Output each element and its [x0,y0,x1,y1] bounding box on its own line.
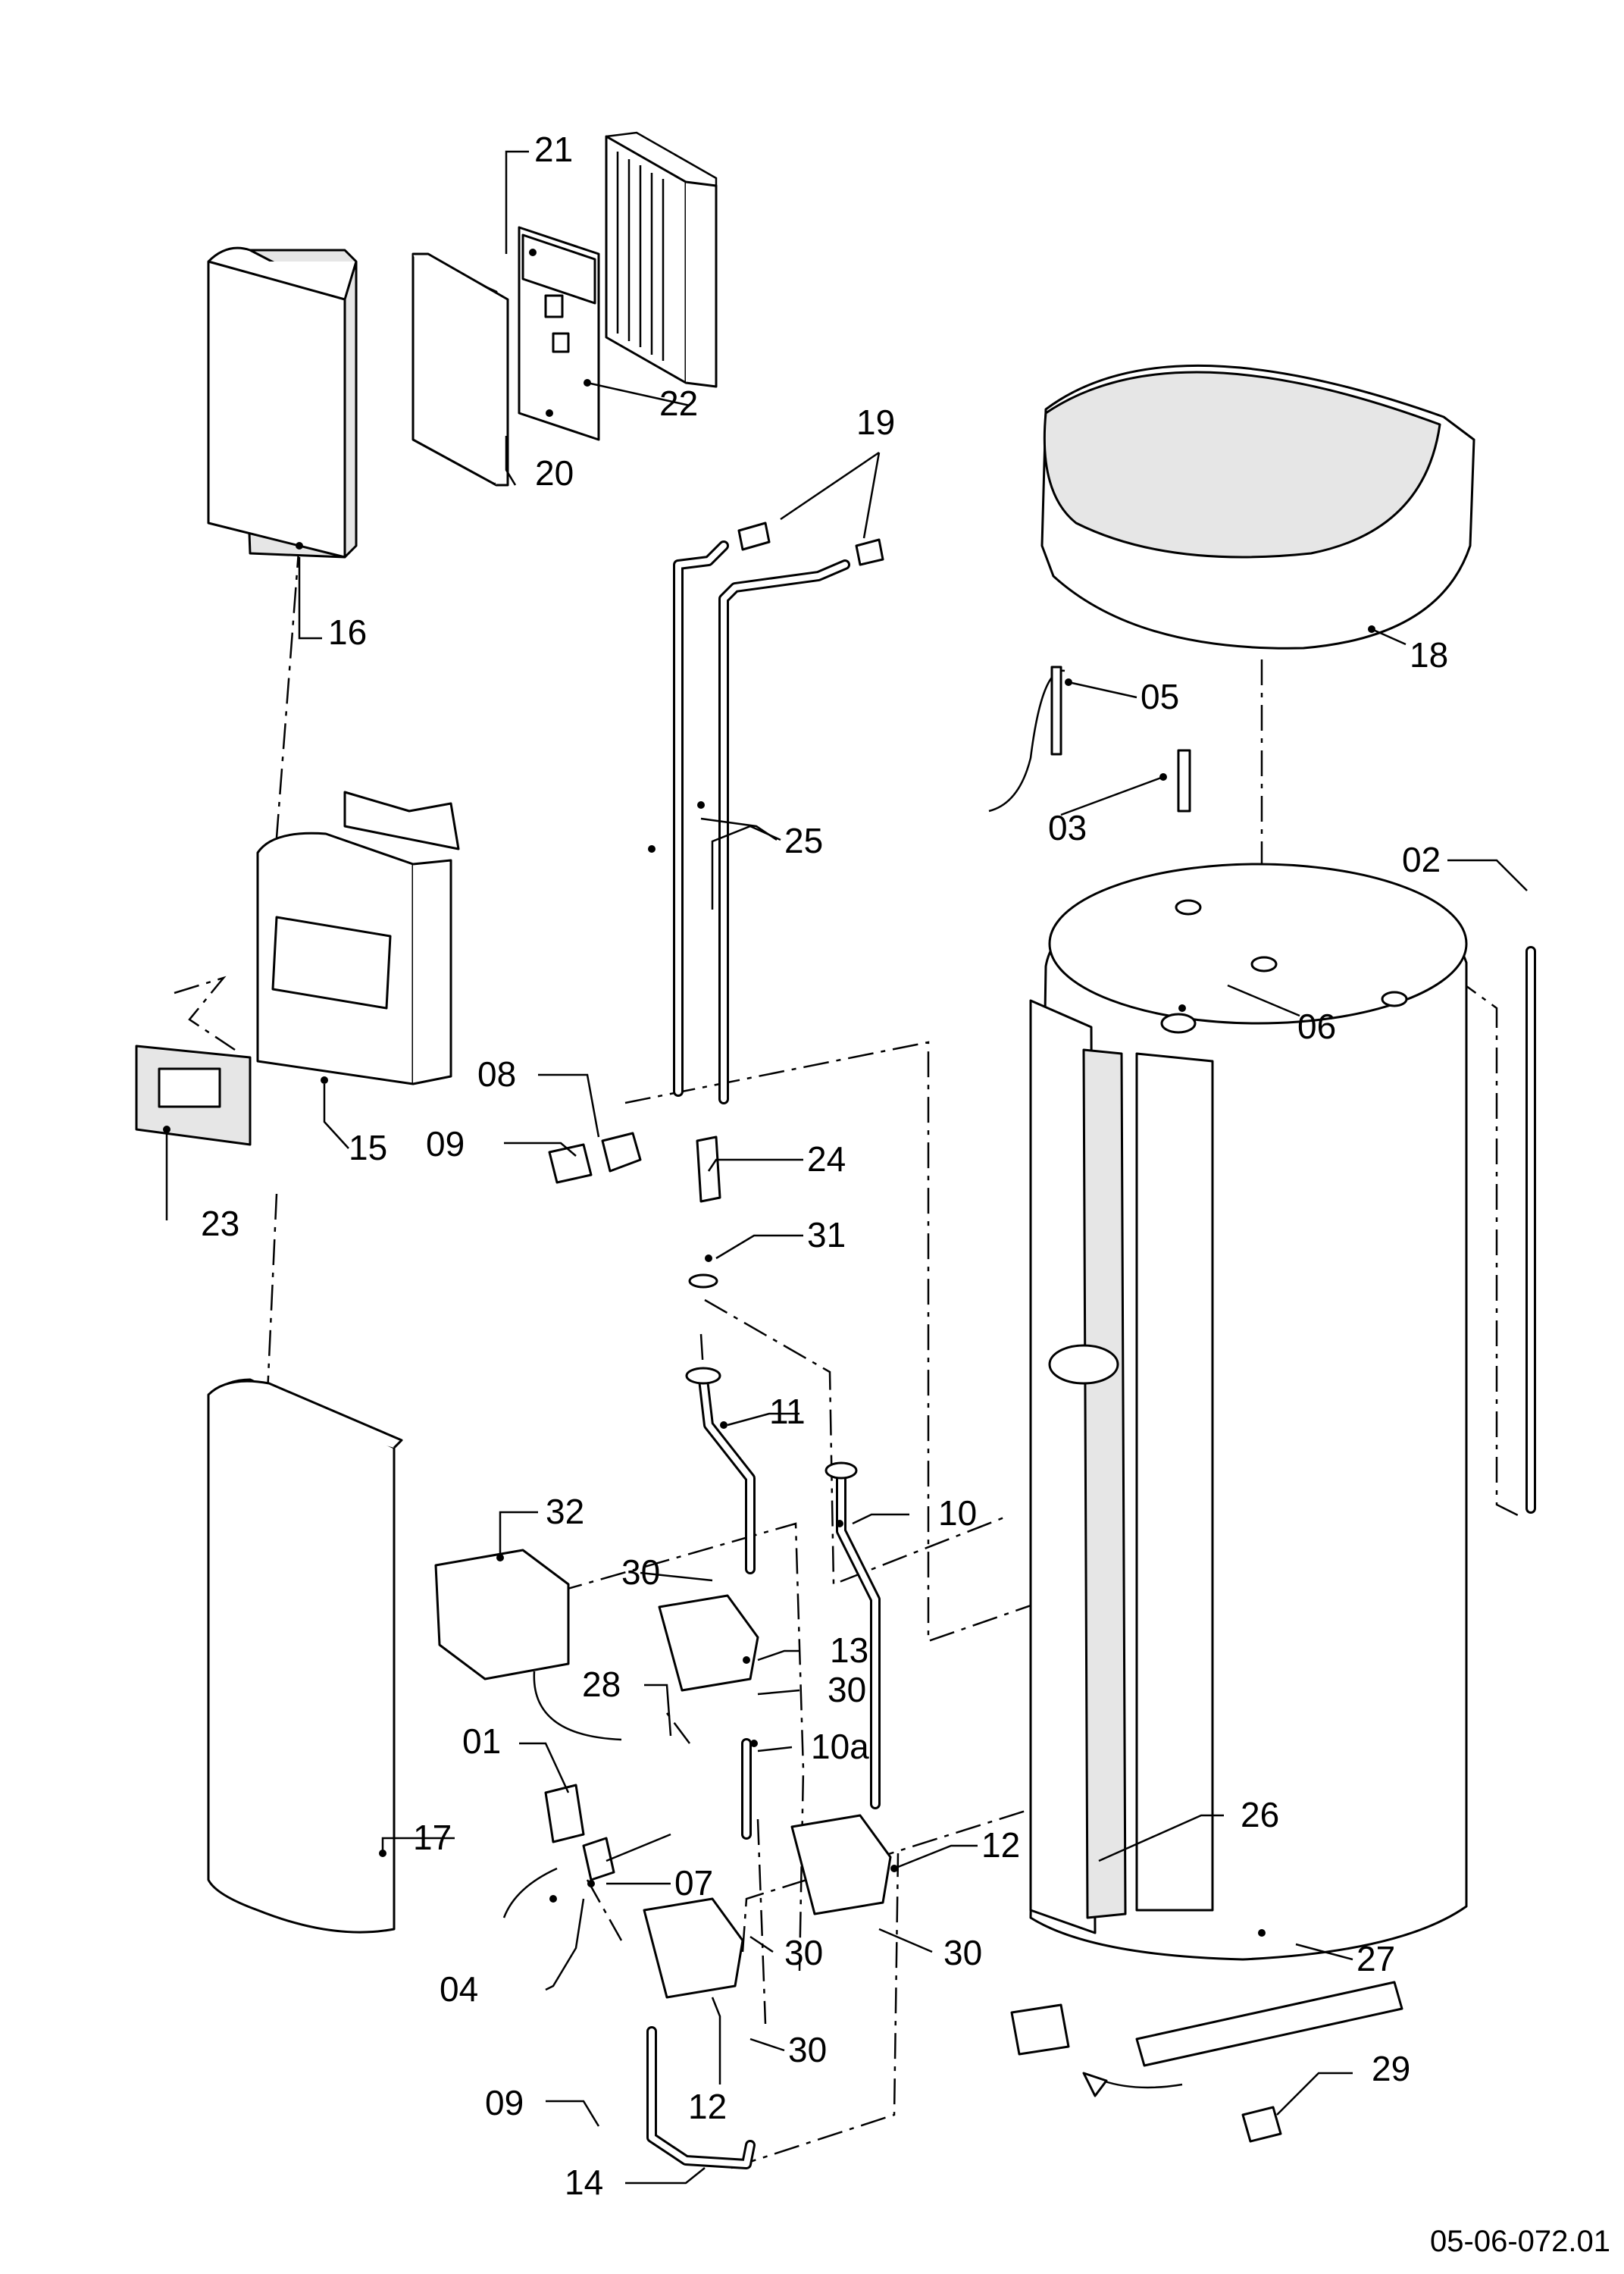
callout-30-e: 30 [788,2030,827,2069]
callout-10a: 10a [811,1727,869,1766]
callout-30-d: 30 [943,1933,982,1972]
callout-31: 31 [807,1215,846,1254]
front-cover-16 [207,246,358,559]
callout-26: 26 [1241,1795,1279,1834]
callout-05: 05 [1141,677,1179,716]
callout-01: 01 [462,1721,501,1761]
callout-29: 29 [1372,2049,1410,2088]
callout-12-left: 12 [688,2087,727,2126]
connection-pipes [646,1367,881,2169]
callout-06: 06 [1297,1007,1336,1046]
fittings-upper [548,1132,721,1289]
callout-labels: 21 22 20 19 16 18 05 03 25 02 06 08 09 2… [201,130,1448,2202]
callout-07: 07 [674,1863,713,1903]
callout-09-lower: 09 [485,2083,524,2122]
callout-19: 19 [856,402,895,442]
callout-16: 16 [328,612,367,652]
callout-04: 04 [440,1969,478,2009]
insulation-lid-18 [1040,365,1475,650]
callout-27: 27 [1356,1939,1395,1978]
storage-tank [1029,863,1536,1961]
controller-boards [411,131,718,487]
callout-30-c: 30 [784,1933,823,1972]
anchor-dots [163,249,1375,1937]
callout-12-right: 12 [981,1825,1020,1865]
drawing-code: 05-06-072.01 [1430,2225,1610,2258]
callout-11: 11 [769,1392,806,1431]
tank-sensors [988,666,1191,813]
callout-30-b: 30 [828,1670,866,1709]
callout-32: 32 [546,1492,584,1531]
leader-lines [165,150,1528,2185]
control-panel-15 [135,791,460,1146]
callout-23: 23 [201,1204,239,1243]
side-cover-17 [207,1378,403,1934]
callout-24: 24 [807,1139,846,1179]
callout-14: 14 [565,2163,603,2202]
callout-30-a: 30 [621,1552,660,1592]
callout-03: 03 [1048,808,1087,847]
circulation-pumps [643,1594,892,1999]
callout-17: 17 [413,1818,452,1857]
sensor-lines [673,522,884,1104]
callout-09-upper: 09 [426,1124,465,1164]
heating-element [1010,1981,1403,2143]
callout-02: 02 [1402,840,1441,879]
callout-22: 22 [659,384,698,423]
callout-25: 25 [784,821,823,860]
callout-18: 18 [1410,635,1448,675]
callout-13: 13 [830,1630,868,1670]
callout-28: 28 [582,1665,621,1704]
callout-10: 10 [938,1493,977,1533]
callout-08: 08 [477,1054,516,1094]
accessories [434,1549,671,1918]
callout-21: 21 [534,130,573,169]
callout-20: 20 [535,453,574,493]
callout-15: 15 [349,1128,387,1167]
